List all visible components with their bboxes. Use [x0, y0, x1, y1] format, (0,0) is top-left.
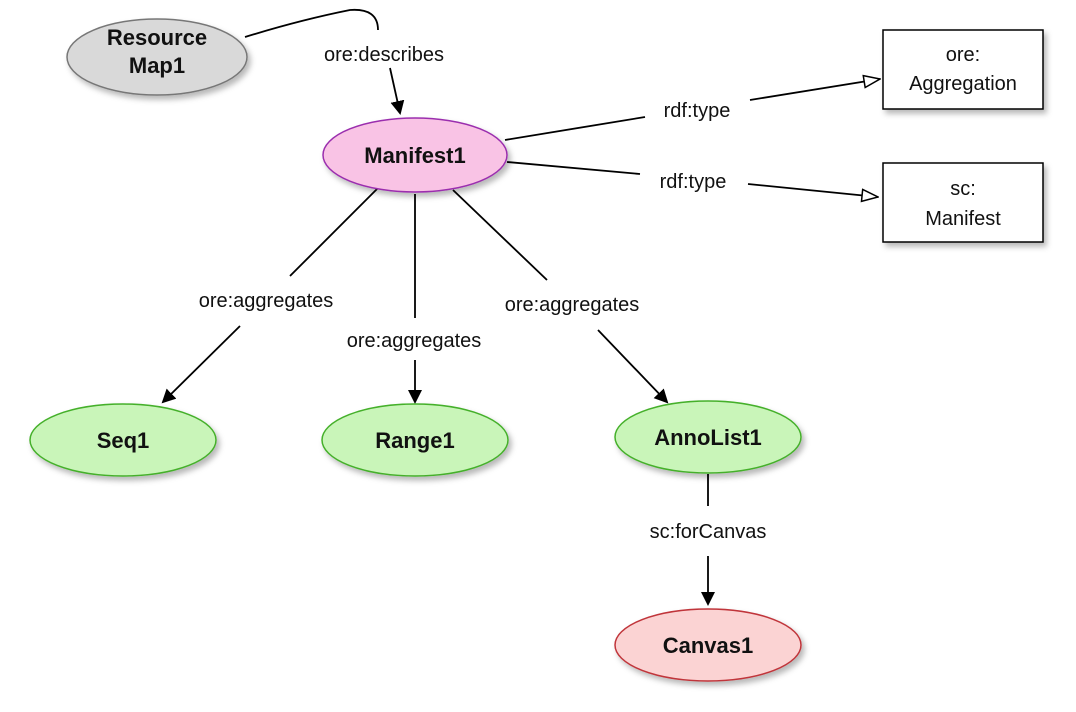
edge-type-manifest: rdf:type [506, 161, 878, 197]
node-aggregation-type: ore: Aggregation [882, 29, 1044, 110]
node-manifest: Manifest1 [322, 117, 508, 193]
edge-label-for-canvas: sc:forCanvas [650, 521, 767, 543]
edge-label-type-manifest: rdf:type [660, 171, 727, 193]
node-canvas: Canvas1 [614, 608, 802, 682]
node-range-label: Range1 [375, 428, 454, 453]
node-resource-map-line2: Map1 [129, 53, 185, 78]
node-annolist: AnnoList1 [614, 400, 802, 474]
node-manifest-type: sc: Manifest [882, 162, 1044, 243]
node-resource-map: Resource Map1 [66, 18, 248, 96]
edge-type-aggregation: rdf:type [504, 79, 880, 141]
node-manifest-type-line1: sc: [950, 178, 976, 200]
node-manifest-type-line2: Manifest [925, 208, 1001, 230]
node-aggregation-type-line2: Aggregation [909, 73, 1017, 95]
edge-label-aggregates-range: ore:aggregates [347, 330, 482, 352]
edge-aggregates-annolist: ore:aggregates [452, 189, 669, 404]
edge-for-canvas: sc:forCanvas [650, 474, 767, 606]
node-canvas-label: Canvas1 [663, 633, 754, 658]
edge-aggregates-range: ore:aggregates [347, 194, 482, 404]
node-seq: Seq1 [29, 403, 217, 477]
edge-label-type-aggregation: rdf:type [664, 100, 731, 122]
edge-label-aggregates-seq: ore:aggregates [199, 290, 334, 312]
node-range: Range1 [321, 403, 509, 477]
node-seq-label: Seq1 [97, 428, 150, 453]
edge-label-describes: ore:describes [324, 44, 444, 66]
node-aggregation-type-line1: ore: [946, 44, 980, 66]
edge-label-aggregates-annolist: ore:aggregates [505, 294, 640, 316]
node-resource-map-line1: Resource [107, 25, 207, 50]
node-manifest-label: Manifest1 [364, 143, 465, 168]
edge-describes: ore:describes [244, 8, 444, 115]
node-annolist-label: AnnoList1 [654, 425, 762, 450]
edge-aggregates-seq: ore:aggregates [161, 187, 379, 404]
